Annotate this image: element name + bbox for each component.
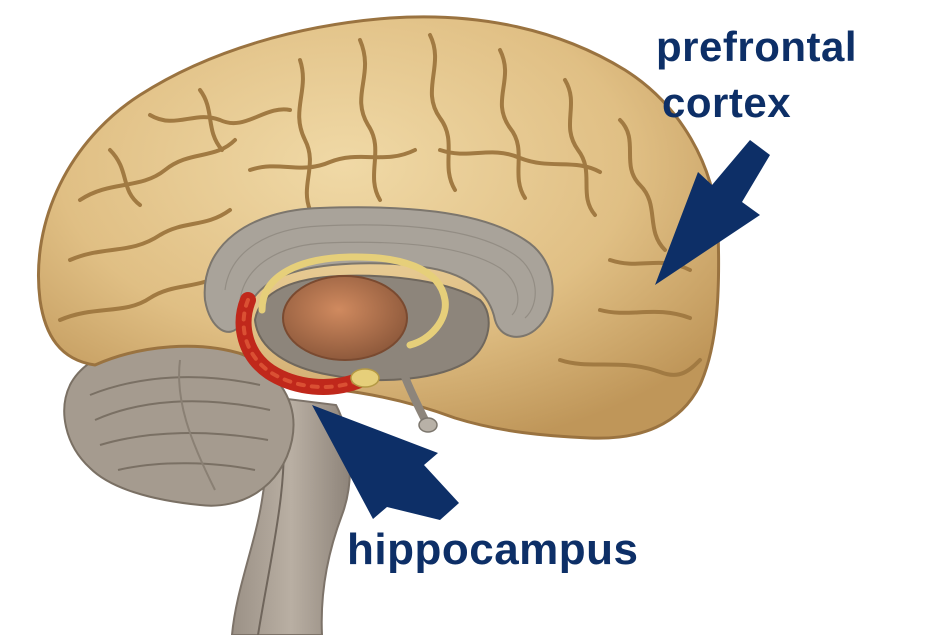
prefrontal-cortex-label-line1: prefrontal: [656, 26, 857, 68]
thalamus: [283, 276, 407, 360]
hippocampus-label: hippocampus: [347, 528, 639, 572]
prefrontal-cortex-label-line2: cortex: [662, 82, 791, 124]
